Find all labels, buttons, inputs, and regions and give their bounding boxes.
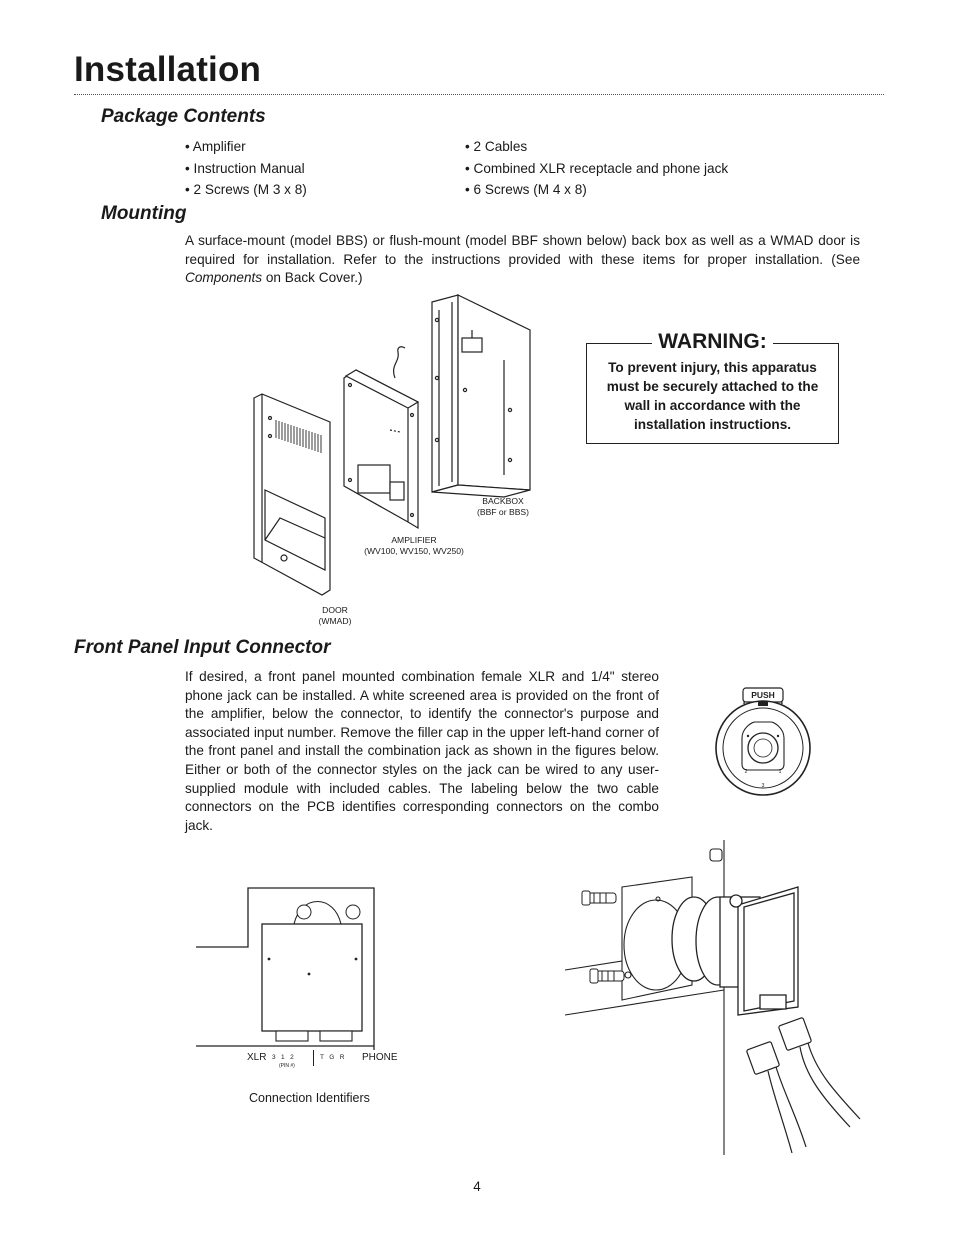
mounting-exploded-illustration (253, 294, 531, 596)
amplifier-caption: AMPLIFIER (WV100, WV150, WV250) (352, 535, 476, 556)
package-list-left: • Amplifier • Instruction Manual • 2 Scr… (185, 136, 307, 201)
door-caption: DOOR (WMAD) (300, 605, 370, 626)
door-label: DOOR (322, 605, 348, 615)
list-item: • Amplifier (185, 139, 246, 154)
mounting-paragraph: A surface-mount (model BBS) or flush-mou… (185, 232, 860, 288)
xlr-pin-numbers: 3 1 2 (272, 1054, 294, 1061)
warning-text: To prevent injury, this apparatus must b… (606, 360, 819, 432)
components-reference: Components (185, 270, 263, 286)
amplifier-models: (WV100, WV150, WV250) (364, 545, 464, 556)
backbox-caption: BACKBOX (BBF or BBS) (460, 496, 546, 517)
list-item: • 6 Screws (M 4 x 8) (465, 182, 587, 197)
mounting-text-part: A surface-mount (model BBS) or flush-mou… (185, 233, 860, 267)
pcb-identifier-illustration (196, 887, 375, 1050)
door-drawing (253, 393, 331, 596)
backbox-drawing (431, 294, 531, 498)
jack-pin-label: 3 (762, 783, 765, 789)
connection-identifiers-caption: Connection Identifiers (249, 1091, 370, 1105)
phone-label: PHONE (362, 1052, 398, 1063)
xlr-label: XLR (247, 1052, 267, 1063)
door-model: (WMAD) (318, 615, 352, 626)
list-item: • 2 Cables (465, 139, 528, 154)
jack-pin-label: 2 (745, 769, 748, 775)
warning-box: WARNING: To prevent injury, this apparat… (586, 330, 839, 444)
list-item: • 2 Screws (M 3 x 8) (185, 182, 307, 197)
page-title: Installation (74, 50, 262, 89)
warning-title: WARNING: (652, 330, 773, 353)
combo-jack-installation-illustration (564, 840, 861, 1155)
amplifier-drawing (343, 346, 420, 530)
jack-push-label: PUSH (751, 690, 775, 700)
connector-divider (313, 1050, 314, 1066)
package-contents-heading: Package Contents (101, 106, 266, 127)
amplifier-label: AMPLIFIER (391, 535, 437, 545)
mounting-heading: Mounting (101, 203, 187, 224)
mounting-text-part: on Back Cover.) (262, 270, 363, 286)
backbox-models: (BBF or BBS) (476, 506, 530, 517)
combo-jack-illustration: PUSH 2 1 3 (715, 687, 811, 796)
page-number: 4 (473, 1179, 481, 1194)
jack-pin-label: 1 (779, 769, 782, 775)
list-item: • Combined XLR receptacle and phone jack (465, 160, 729, 176)
title-divider (74, 94, 884, 95)
front-panel-heading: Front Panel Input Connector (74, 637, 331, 658)
package-list-right: • 2 Cables • Combined XLR receptacle and… (465, 136, 728, 201)
phone-pin-letters: T G R (320, 1054, 345, 1061)
pin-note: (PIN #) (279, 1063, 295, 1069)
list-item: • Instruction Manual (185, 160, 305, 176)
front-panel-paragraph: If desired, a front panel mounted combin… (185, 669, 659, 833)
backbox-label: BACKBOX (482, 496, 524, 506)
